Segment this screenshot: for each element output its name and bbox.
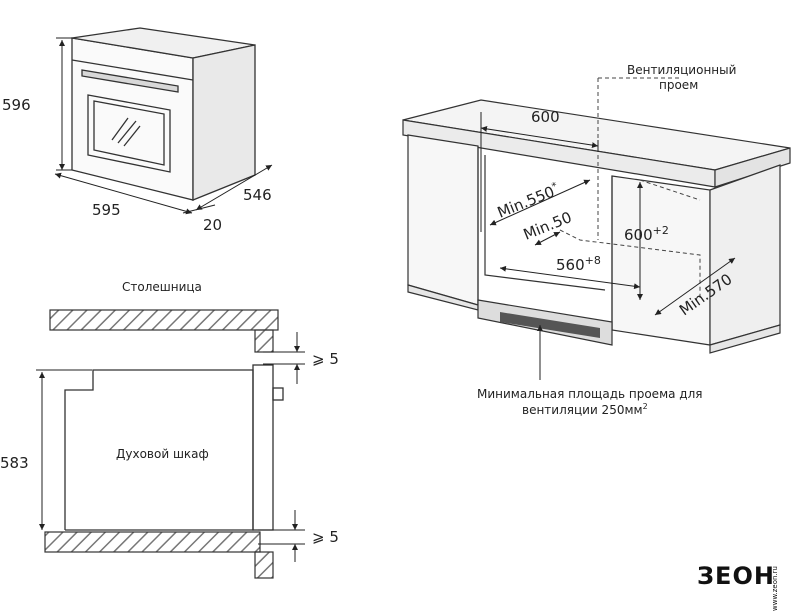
countertop bbox=[49, 309, 279, 353]
gap-bottom-label: ⩾ 5 bbox=[312, 528, 339, 546]
min-area-label-line1: Минимальная площадь проема для bbox=[477, 387, 702, 401]
oven-section-label: Духовой шкаф bbox=[116, 447, 209, 461]
oven-dimensions bbox=[54, 37, 273, 215]
oven-width-label: 595 bbox=[92, 201, 121, 219]
min-area-label-line2: вентиляции 250мм2 bbox=[522, 402, 648, 417]
niche-height-label: 600+2 bbox=[624, 224, 669, 244]
brand-url: www.zeon.ru bbox=[771, 566, 779, 611]
section-height-dimension bbox=[36, 369, 92, 530]
door-thickness-label: 20 bbox=[203, 216, 222, 234]
brand-logo: ЗЕОН www.zeon.ru bbox=[697, 562, 797, 611]
gap-top-label: ⩾ 5 bbox=[312, 350, 339, 368]
brand-name: ЗЕОН bbox=[697, 562, 775, 590]
niche-width-label: 600 bbox=[531, 108, 560, 126]
vent-opening-label-line1: Вентиляционный bbox=[627, 63, 736, 77]
oven-window bbox=[87, 94, 171, 173]
niche-dimensions bbox=[480, 112, 736, 380]
oven-isometric bbox=[71, 27, 256, 201]
gap-top-dimension bbox=[263, 332, 305, 384]
oven-height-label: 596 bbox=[2, 96, 31, 114]
oven-depth-label: 546 bbox=[243, 186, 272, 204]
niche-hidden-lines bbox=[559, 77, 701, 300]
countertop-label: Столешница bbox=[122, 280, 202, 294]
section-height-label: 583 bbox=[0, 454, 29, 472]
bottom-shelf bbox=[44, 531, 274, 579]
niche-inner-width-label: 560+8 bbox=[556, 254, 601, 274]
vent-opening-label-line2: проем bbox=[659, 78, 698, 92]
gap-bottom-dimension bbox=[258, 510, 305, 562]
niche-isometric bbox=[402, 99, 791, 354]
oven-handle bbox=[81, 69, 179, 93]
